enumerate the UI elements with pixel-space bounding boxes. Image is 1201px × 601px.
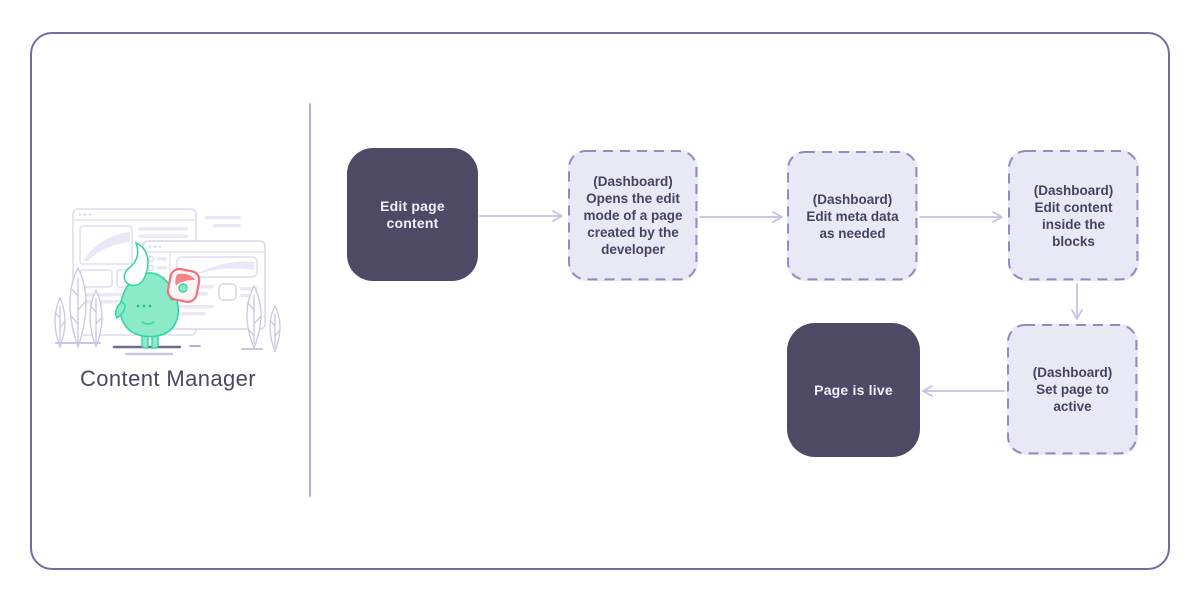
flow-node-label: Edit page content — [380, 197, 445, 231]
flow-node-label: (Dashboard) Edit meta data as needed — [806, 191, 899, 241]
flow-node-label: (Dashboard) Opens the edit mode of a pag… — [583, 174, 683, 257]
content-manager-illustration-icon — [54, 208, 281, 356]
flow-node-edit-content-blocks: (Dashboard) Edit content inside the bloc… — [1008, 150, 1139, 281]
mascot-icon — [114, 241, 188, 349]
flow-node-open-edit-mode: (Dashboard) Opens the edit mode of a pag… — [568, 150, 698, 281]
flow-node-label: (Dashboard) Set page to active — [1032, 365, 1113, 414]
flow-node-label: Page is live — [814, 381, 893, 398]
flow-node-label: (Dashboard) Edit content inside the bloc… — [1033, 182, 1114, 249]
ground-lines-icon — [55, 342, 263, 356]
flow-node-page-is-live: Page is live — [787, 323, 920, 457]
flow-node-set-page-active: (Dashboard) Set page to active — [1007, 324, 1138, 455]
plant-right-icon — [246, 284, 281, 353]
plant-left-icon — [54, 266, 103, 350]
vertical-divider — [309, 103, 311, 497]
window-fragment-icon — [205, 216, 241, 228]
flow-node-edit-meta-data: (Dashboard) Edit meta data as needed — [787, 151, 918, 281]
mascot-hand-icon — [178, 283, 188, 293]
flow-node-edit-page-content: Edit page content — [347, 148, 478, 281]
page-title: Content Manager — [80, 366, 256, 391]
